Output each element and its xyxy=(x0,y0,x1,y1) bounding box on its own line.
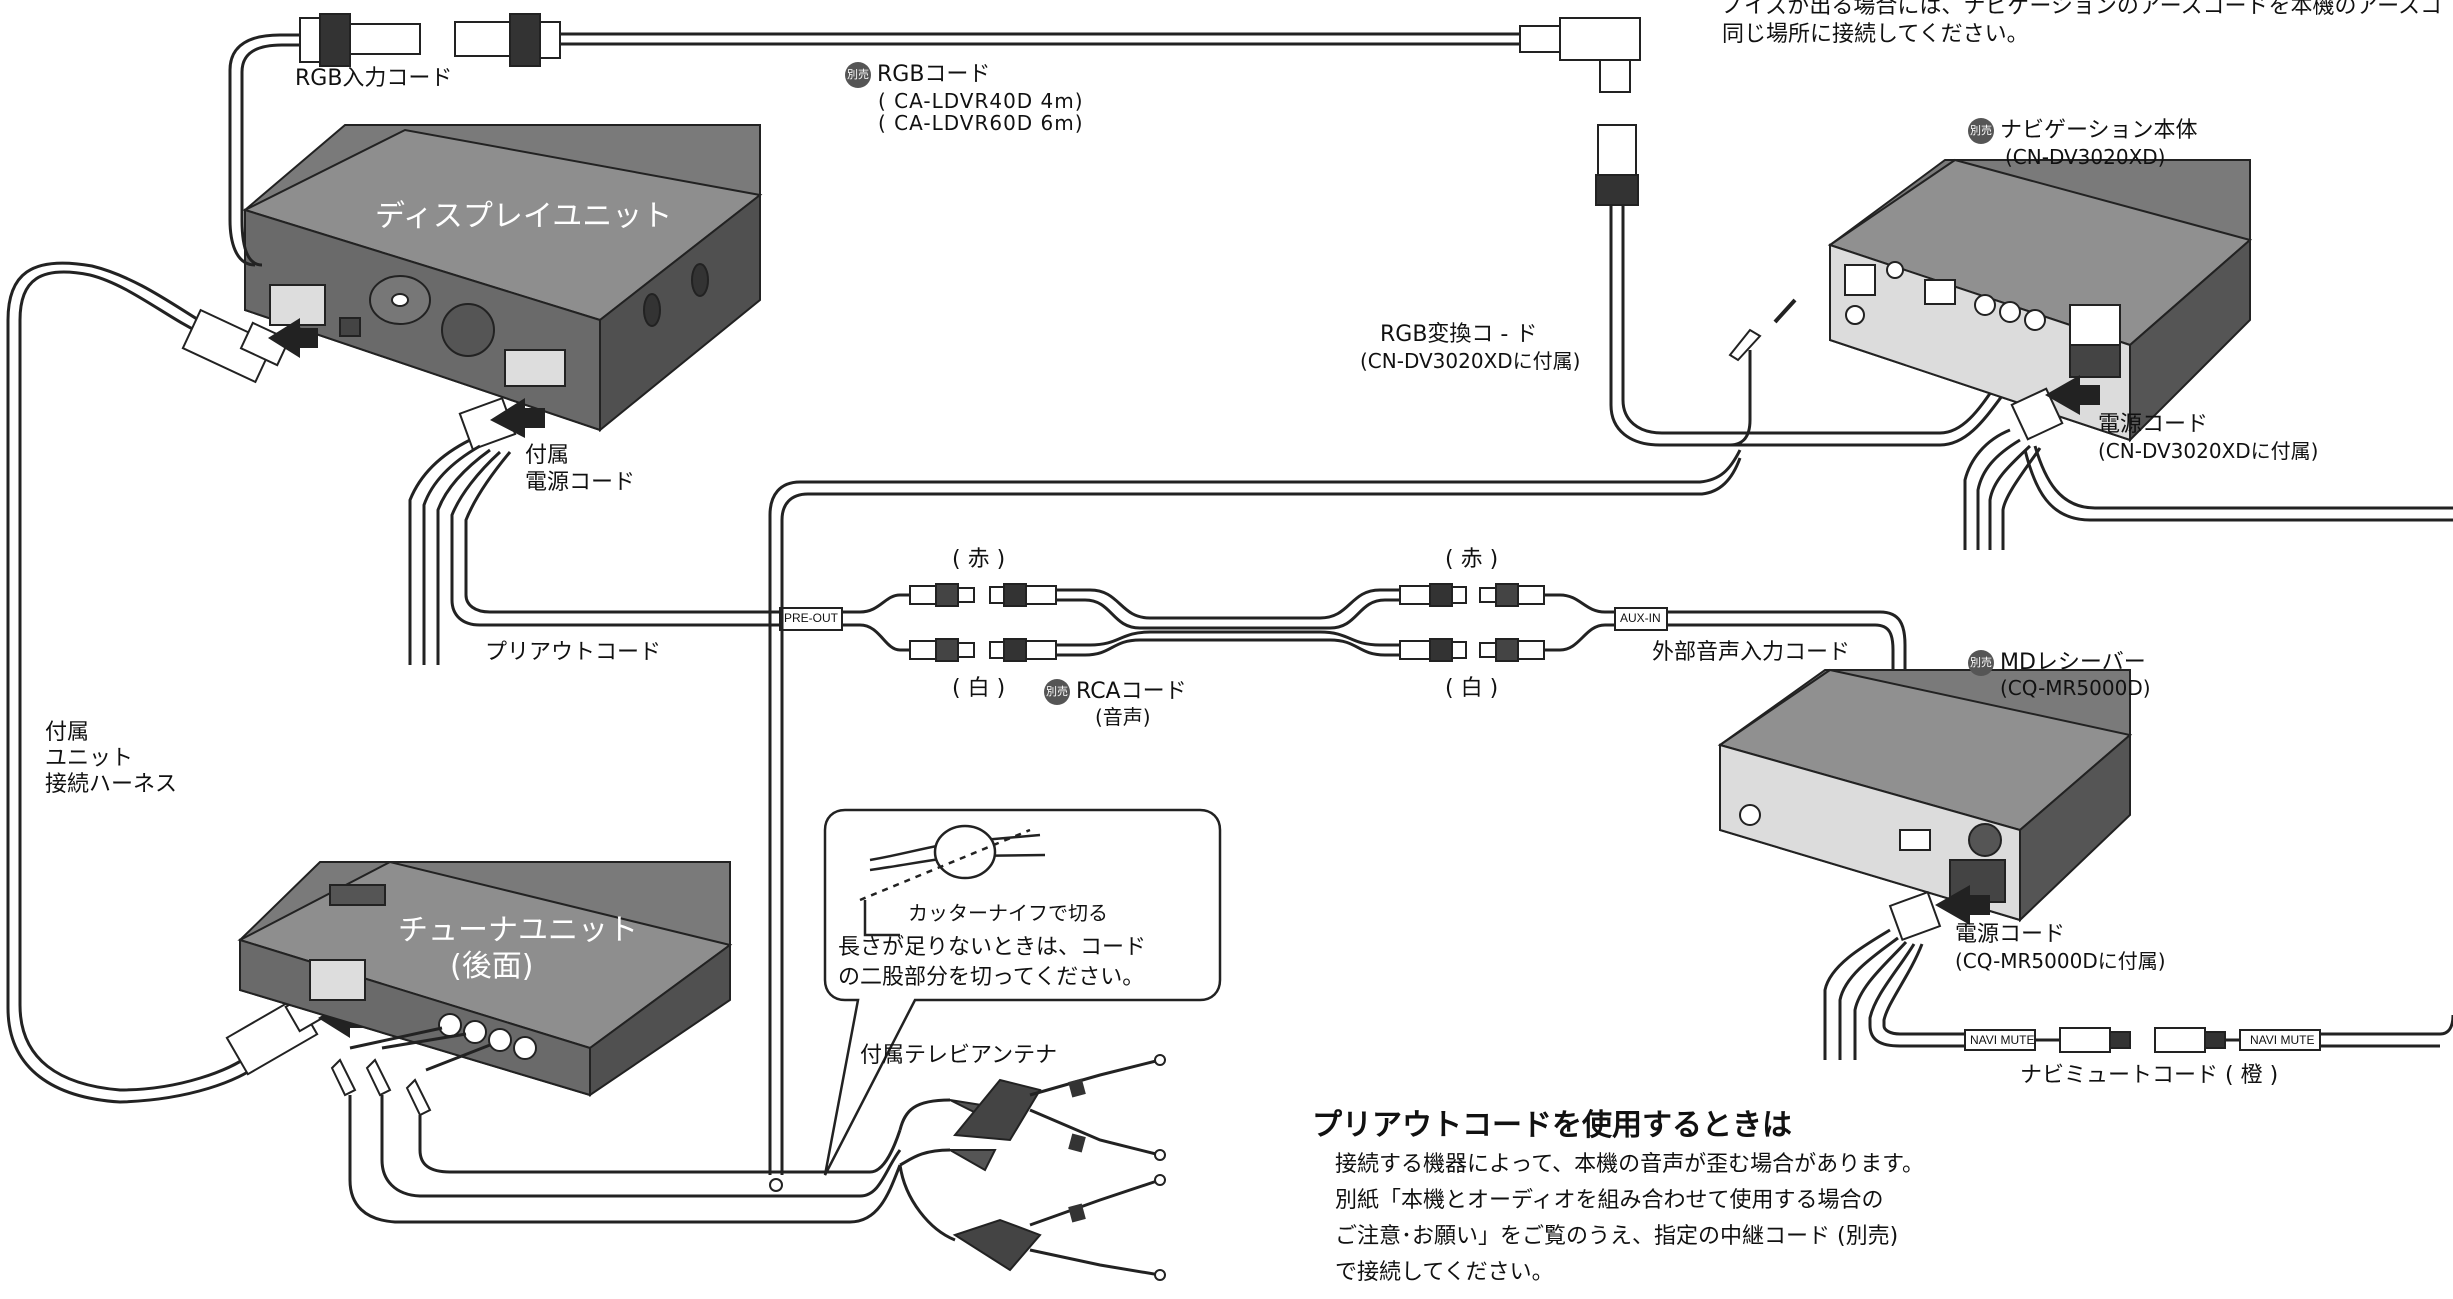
ext-audio-cord-label: 外部音声入力コード xyxy=(1652,640,1851,665)
navi-mute-cord-line xyxy=(1964,1014,2453,1053)
preout-branch-line xyxy=(842,593,910,652)
junction-dot xyxy=(769,1178,783,1192)
rca-red-left-label: ( 赤 ) xyxy=(952,547,1006,572)
auxin-tag-label: AUX-IN xyxy=(1620,611,1661,625)
preout-note-heading: プリアウトコードを使用するときは xyxy=(1312,1108,1792,1143)
ext-audio-cord-line xyxy=(1667,610,1907,840)
md-power-cord-line xyxy=(1823,890,1965,1060)
antenna-icon xyxy=(898,1054,1166,1281)
rca-plug-icon xyxy=(1479,638,1545,662)
rgb-conv-cord-note: (CN-DV3020XDに付属) xyxy=(1360,349,1581,373)
harness-label-3: 接続ハーネス xyxy=(45,772,178,797)
preout-cord-label: プリアウトコード xyxy=(485,640,662,665)
callout-line2: の二股部分を切ってください。 xyxy=(838,965,1145,990)
sold-separately-badge: 別売 xyxy=(845,62,871,88)
auxin-tag-box xyxy=(1614,607,1668,631)
rca-jack-icon xyxy=(989,638,1057,662)
tuner-unit-subtitle: (後面) xyxy=(450,949,534,984)
supplied-power-label-1: 付属 xyxy=(525,443,570,468)
navi-power-cord-label: 電源コード xyxy=(2098,412,2209,437)
top-note-line2: 同じ場所に接続してください。 xyxy=(1722,22,2029,47)
rgb-connector-icon xyxy=(299,13,561,67)
rgb-input-cord-line xyxy=(228,33,300,267)
sold-separately-badge: 別売 xyxy=(1968,650,1994,676)
harness-label-1: 付属 xyxy=(45,720,90,745)
tuner-unit-title: チューナユニット xyxy=(398,913,638,948)
md-model: (CQ-MR5000D) xyxy=(2000,676,2151,700)
cutter-label: カッターナイフで切る xyxy=(908,901,1108,925)
preout-tag-label: PRE-OUT xyxy=(784,611,838,625)
md-power-cord-label: 電源コード xyxy=(1955,922,2066,947)
tv-antenna-label: 付属テレビアンテナ xyxy=(860,1043,1058,1068)
rca-cord-name: RCAコード xyxy=(1076,679,1187,704)
md-receiver-body xyxy=(1717,668,2133,923)
navi-label: 別売ナビゲーション本体 xyxy=(1968,118,2198,144)
preout-note-line4: で接続してください。 xyxy=(1335,1260,1554,1285)
navi-name: ナビゲーション本体 xyxy=(2000,118,2198,143)
rca-white-right-label: ( 白 ) xyxy=(1445,676,1499,701)
center-loop-line xyxy=(768,449,1742,1175)
rgb-mini-plug-icon xyxy=(1728,298,1797,447)
sold-separately-badge: 別売 xyxy=(1044,679,1070,705)
md-power-cord-note: (CQ-MR5000Dに付属) xyxy=(1955,949,2166,973)
rgb-cord-model1: ( CA-LDVR40D 4m) xyxy=(878,89,1084,113)
auxin-branch-line xyxy=(1545,593,1615,652)
navi-mute-tag-right: NAVI MUTE xyxy=(2250,1033,2315,1047)
cutter-icon xyxy=(859,824,1046,937)
supplied-power-cord-line xyxy=(408,396,780,665)
sold-separately-badge: 別売 xyxy=(1968,118,1994,144)
antenna-cable-line xyxy=(348,1095,951,1224)
top-note-line1: ノイズが出る場合には、ナビゲーションのアースコードを本機のアースコ xyxy=(1722,0,2443,19)
rca-jack-icon xyxy=(1399,583,1467,607)
display-unit-body xyxy=(242,124,763,433)
display-unit-title: ディスプレイユニット xyxy=(375,199,673,234)
rca-plug-icon xyxy=(909,583,975,607)
rgb-cord-model2: ( CA-LDVR60D 6m) xyxy=(878,111,1084,135)
tuner-unit-body xyxy=(237,860,733,1097)
rca-plug-icon xyxy=(1479,583,1545,607)
supplied-power-label-2: 電源コード xyxy=(525,470,636,495)
preout-note-line2: 別紙「本機とオーディオを組み合わせて使用する場合の xyxy=(1335,1188,1884,1213)
rgb-cord-name: RGBコード xyxy=(877,62,991,87)
navi-power-cord-note: (CN-DV3020XDに付属) xyxy=(2098,439,2319,463)
preout-note-line1: 接続する機器によって、本機の音声が歪む場合があります。 xyxy=(1335,1152,1924,1177)
md-name: MDレシーバー xyxy=(2000,650,2146,675)
rgb-conv-cord-label: RGB変換コ - ド xyxy=(1380,322,1538,347)
navi-mute-cord-label: ナビミュートコード ( 橙 ) xyxy=(2020,1063,2279,1088)
preout-note-line3: ご注意･お願い」をご覧のうえ、指定の中継コード (別売) xyxy=(1335,1224,1899,1249)
callout-box xyxy=(823,808,1222,1176)
rca-red-right-label: ( 赤 ) xyxy=(1445,547,1499,572)
rca-white-left-label: ( 白 ) xyxy=(952,676,1006,701)
rca-jack-icon xyxy=(1399,638,1467,662)
navi-power-cord-line xyxy=(1963,387,2453,550)
navi-model: (CN-DV3020XD) xyxy=(2005,145,2166,169)
navi-mute-tag-left: NAVI MUTE xyxy=(1970,1033,2035,1047)
rca-note: (音声) xyxy=(1095,705,1151,729)
rca-jack-icon xyxy=(989,583,1057,607)
harness-label-2: ユニット xyxy=(45,746,134,771)
preout-tag-box xyxy=(779,607,843,631)
rgb-plug-right-icon xyxy=(1519,17,1641,93)
rca-cord-line xyxy=(1056,588,1400,657)
rca-plug-icon xyxy=(909,638,975,662)
rgb-cord-line xyxy=(560,32,1520,46)
rgb-input-cord-label: RGB入力コード xyxy=(295,66,453,91)
harness-line xyxy=(6,261,259,1104)
callout-line1: 長さが足りないときは、コード xyxy=(838,935,1147,960)
rgb-conv-cord-line xyxy=(1595,124,2041,447)
